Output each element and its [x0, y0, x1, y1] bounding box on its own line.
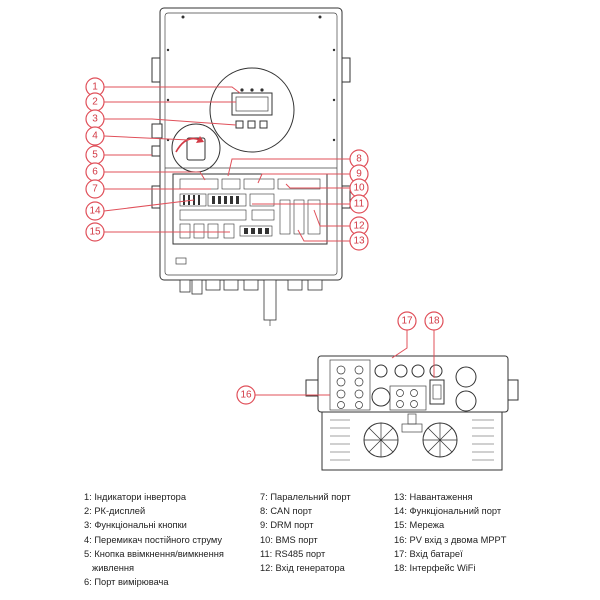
- svg-text:18: 18: [428, 316, 440, 327]
- svg-text:15: 15: [89, 227, 101, 238]
- callout-6: 6: [85, 162, 105, 182]
- inverter-diagram: 1 2 3 4 5 6 7 8 9 10 11 12 13 14 15 16 1…: [85, 7, 519, 471]
- svg-text:13: 13: [353, 236, 365, 247]
- svg-text:4: 4: [92, 131, 98, 142]
- svg-text:6: 6: [92, 167, 98, 178]
- legend-item-17: 17: Вхід батареї: [394, 548, 463, 559]
- legend-item-4: 4: Перемикач постійного струму: [84, 534, 223, 545]
- callout-4: 4: [85, 126, 105, 146]
- svg-text:16: 16: [240, 390, 252, 401]
- svg-text:2: 2: [92, 97, 98, 108]
- inverter-front-view: [151, 7, 351, 326]
- callout-15: 15: [85, 222, 105, 242]
- legend-item-15: 15: Мережа: [394, 520, 445, 531]
- svg-text:11: 11: [354, 199, 365, 210]
- callout-3: 3: [85, 109, 105, 129]
- svg-text:5: 5: [92, 150, 98, 161]
- legend-column-3: 13: Навантаження 14: Функціональний порт…: [394, 490, 544, 575]
- legend-item-10: 10: BMS порт: [260, 534, 318, 545]
- callout-14: 14: [85, 201, 105, 221]
- svg-text:10: 10: [353, 183, 365, 194]
- callout-17: 17: [397, 311, 417, 331]
- legend-item-18: 18: Інтерфейс WiFi: [394, 563, 476, 574]
- legend-item-12: 12: Вхід генератора: [260, 563, 345, 574]
- legend-item-9: 9: DRM порт: [260, 520, 314, 531]
- legend-item-8: 8: CAN порт: [260, 506, 312, 517]
- legend-item-1: 1: Індикатори інвертора: [84, 492, 187, 502]
- svg-text:12: 12: [353, 221, 365, 232]
- callout-lines: [103, 86, 435, 396]
- callout-2: 2: [85, 92, 105, 112]
- legend-item-5-continued: живлення: [92, 563, 135, 574]
- legend-item-16: 16: PV вхід з двома MPPT: [394, 534, 507, 545]
- svg-text:14: 14: [89, 206, 101, 217]
- legend-item-7: 7: Паралельний порт: [260, 492, 351, 502]
- legend-item-13: 13: Навантаження: [394, 492, 473, 502]
- legend-item-11: 11: RS485 порт: [260, 548, 326, 559]
- callout-11: 11: [349, 194, 369, 214]
- svg-text:8: 8: [356, 154, 362, 165]
- legend-item-3: 3: Функціональні кнопки: [84, 520, 187, 531]
- callout-9: 9: [349, 164, 369, 184]
- callout-5: 5: [85, 145, 105, 165]
- svg-text:1: 1: [92, 82, 98, 93]
- legend-item-14: 14: Функціональний порт: [394, 506, 502, 517]
- legend-item-5: 5: Кнопка ввімкнення/вимкнення: [84, 548, 224, 559]
- callout-7: 7: [85, 179, 105, 199]
- callout-13: 13: [349, 231, 369, 251]
- inverter-bottom-view: [305, 355, 519, 471]
- svg-text:9: 9: [356, 169, 362, 180]
- legend-item-2: 2: РК-дисплей: [84, 506, 146, 517]
- legend-item-6: 6: Порт вимірювача: [84, 577, 169, 588]
- legend: 1: Індикатори інвертора 2: РК-дисплей 3:…: [84, 490, 600, 598]
- callout-18: 18: [424, 311, 444, 331]
- callout-16: 16: [236, 385, 256, 405]
- callout-10: 10: [349, 178, 369, 198]
- legend-column-1: 1: Індикатори інвертора 2: РК-дисплей 3:…: [84, 490, 254, 589]
- svg-text:3: 3: [92, 114, 98, 125]
- legend-column-2: 7: Паралельний порт 8: CAN порт 9: DRM п…: [260, 490, 400, 575]
- svg-text:17: 17: [401, 316, 413, 327]
- svg-text:7: 7: [92, 184, 98, 195]
